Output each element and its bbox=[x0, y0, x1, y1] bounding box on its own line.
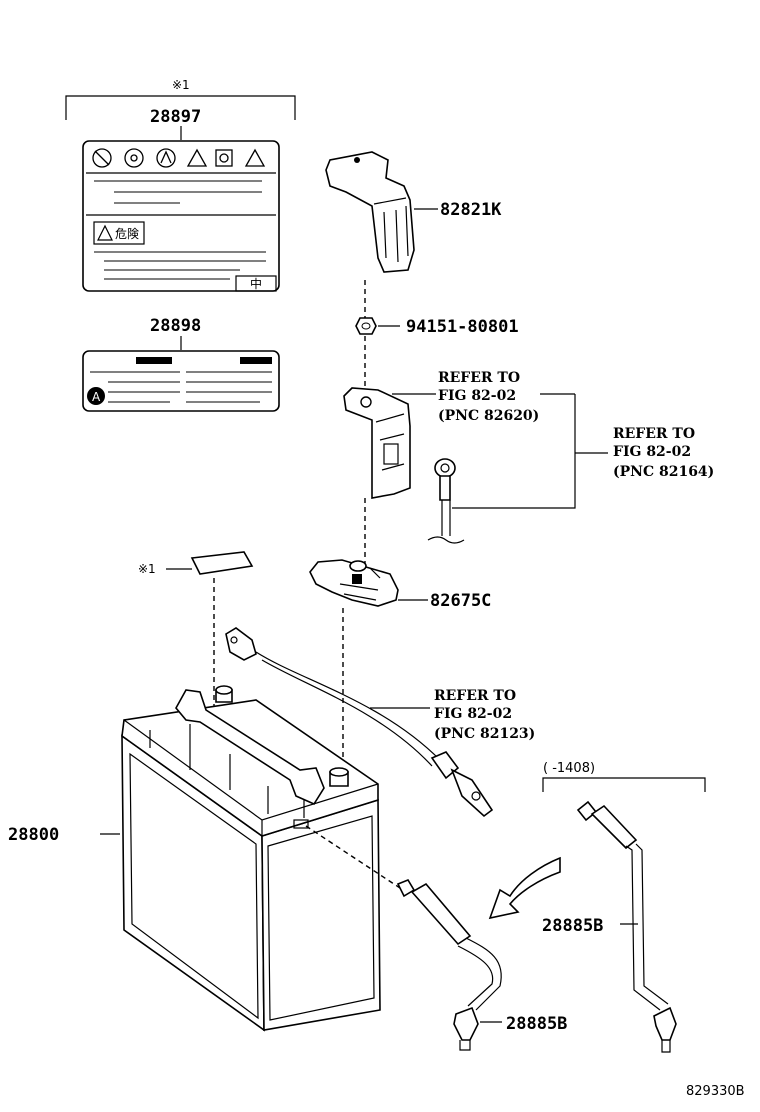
vent-hose-lower[interactable] bbox=[396, 879, 502, 1051]
battery-small-label[interactable] bbox=[190, 551, 254, 575]
battery[interactable] bbox=[121, 685, 381, 1032]
nut-part-number[interactable]: 94151-80801 bbox=[406, 317, 519, 337]
reference-bracket bbox=[452, 394, 608, 509]
note-mark-top: ※1 bbox=[172, 78, 190, 92]
nut[interactable] bbox=[355, 317, 377, 335]
svg-text:危険: 危険 bbox=[115, 227, 139, 241]
terminal-cover-part-number[interactable]: 82821K bbox=[440, 200, 502, 220]
battery-part-number[interactable]: 28800 bbox=[8, 825, 59, 845]
reference-note-82164: REFER TO FIG 82-02 (PNC 82164) bbox=[613, 426, 714, 480]
vent-hose-right[interactable] bbox=[576, 800, 677, 1053]
svg-text:(PNC 82123): (PNC 82123) bbox=[434, 726, 535, 742]
label-caution-part-number[interactable]: 28898 bbox=[150, 316, 201, 336]
caution-label[interactable]: A bbox=[82, 350, 280, 412]
date-range-note: ( -1408) bbox=[543, 761, 595, 776]
terminal-clamp[interactable] bbox=[309, 559, 399, 607]
caution-triangle-icon: 危険 bbox=[93, 221, 145, 245]
ring-terminal-wire bbox=[427, 458, 465, 544]
svg-text:REFER TO: REFER TO bbox=[613, 426, 695, 442]
direction-arrow-icon bbox=[488, 856, 561, 920]
reference-note-82620: REFER TO FIG 82-02 (PNC 82620) bbox=[392, 370, 575, 424]
svg-text:(PNC 82620): (PNC 82620) bbox=[438, 408, 539, 424]
svg-text:FIG 82-02: FIG 82-02 bbox=[438, 388, 516, 404]
label-group-bracket bbox=[65, 95, 296, 120]
note-mark-label: ※1 bbox=[138, 562, 156, 576]
label-side-mark: 中 bbox=[250, 276, 262, 291]
warning-pictogram-icons bbox=[92, 148, 266, 168]
figure-id: 829330B bbox=[686, 1084, 745, 1099]
date-range-bracket bbox=[542, 777, 706, 792]
terminal-cover[interactable] bbox=[325, 151, 415, 273]
vent-hose-lower-part-number[interactable]: 28885B bbox=[506, 1014, 567, 1034]
svg-text:REFER TO: REFER TO bbox=[434, 688, 516, 704]
svg-text:FIG 82-02: FIG 82-02 bbox=[613, 444, 691, 460]
svg-text:(PNC 82164): (PNC 82164) bbox=[613, 464, 714, 480]
fusible-link-block bbox=[343, 387, 411, 499]
svg-text:FIG 82-02: FIG 82-02 bbox=[434, 706, 512, 722]
label-text-lines bbox=[94, 180, 262, 204]
reference-note-82123: REFER TO FIG 82-02 (PNC 82123) bbox=[434, 688, 535, 742]
label-main-part-number[interactable]: 28897 bbox=[150, 107, 201, 127]
warning-label-main[interactable]: 危険 中 bbox=[82, 140, 280, 292]
vent-hose-right-part-number[interactable]: 28885B bbox=[542, 916, 603, 936]
negative-battery-cable bbox=[225, 627, 494, 818]
svg-text:A: A bbox=[92, 390, 101, 404]
svg-text:REFER TO: REFER TO bbox=[438, 370, 520, 386]
clamp-part-number[interactable]: 82675C bbox=[430, 591, 491, 611]
circle-a-icon bbox=[87, 387, 105, 405]
